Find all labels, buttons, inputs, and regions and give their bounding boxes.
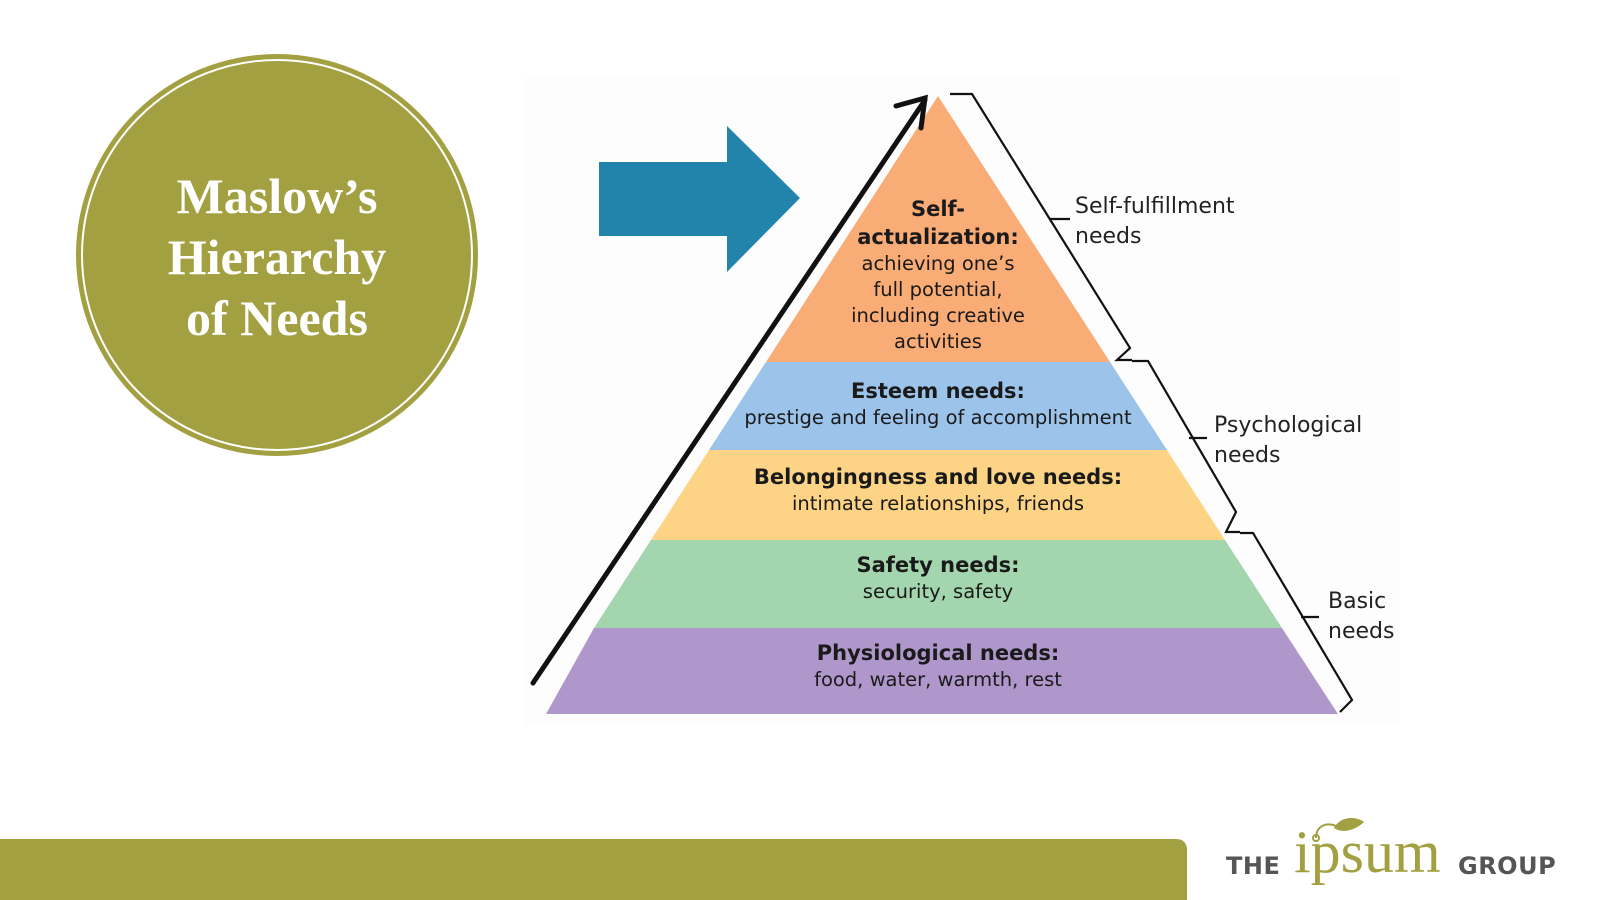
group-label: Basic: [1328, 589, 1386, 614]
footer-bar: [0, 839, 1187, 900]
level-title: Belongingness and love needs:: [754, 465, 1122, 489]
leaf-icon: [1312, 818, 1364, 842]
pyramid-level-self-actualization: [766, 96, 1110, 362]
group-label: Psychological: [1214, 413, 1362, 438]
level-description: security, safety: [863, 580, 1013, 603]
slide-title-line: Maslow’s: [176, 168, 378, 224]
logo-the: THE: [1226, 852, 1281, 880]
slide-title-line: of Needs: [186, 290, 368, 346]
title-circle-ring: [81, 59, 473, 451]
pyramid-level-safety: [594, 540, 1282, 628]
level-description: activities: [894, 330, 982, 353]
level-description: prestige and feeling of accomplishment: [744, 406, 1132, 429]
level-description: full potential,: [873, 278, 1002, 301]
bracket-lines: [950, 92, 1354, 713]
slide-title-line: Hierarchy: [167, 229, 387, 285]
pyramid-level-belongingness: [651, 450, 1225, 540]
title-circle: Maslow’s Hierarchy of Needs: [76, 54, 478, 456]
group-label: Self-fulfillment: [1075, 194, 1235, 219]
pyramid-level-physiological: [546, 628, 1338, 714]
level-title: Physiological needs:: [817, 641, 1060, 665]
level-description: achieving one’s: [862, 252, 1015, 275]
level-title: Esteem needs:: [851, 379, 1025, 403]
bracket-self-fulfillment: [950, 92, 1132, 362]
level-description: including creative: [851, 304, 1025, 327]
company-logo: THE ipsum GROUP: [1226, 818, 1586, 890]
group-label: needs: [1214, 443, 1280, 468]
group-label: needs: [1328, 619, 1394, 644]
group-label: needs: [1075, 224, 1141, 249]
level-title: actualization:: [857, 225, 1019, 249]
slide-title: Maslow’s Hierarchy of Needs: [76, 166, 478, 349]
level-title: Self-: [911, 197, 965, 221]
logo-group: GROUP: [1458, 852, 1557, 880]
level-title: Safety needs:: [856, 553, 1019, 577]
level-description: intimate relationships, friends: [792, 492, 1084, 515]
bracket-psychological: [1132, 359, 1240, 534]
right-arrow-icon: [599, 126, 800, 272]
pyramid-level-esteem: [709, 362, 1167, 450]
logo-ipsum: ipsum: [1294, 819, 1441, 885]
ascending-arrow-icon: [530, 94, 928, 686]
level-description: food, water, warmth, rest: [814, 668, 1062, 691]
